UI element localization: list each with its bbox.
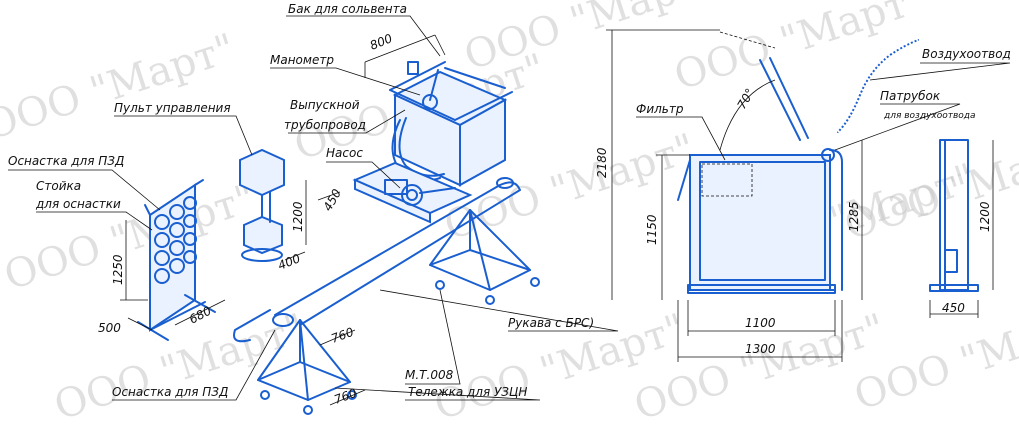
label-filter: Фильтр [636, 102, 684, 116]
dim-680: 680 [187, 303, 214, 326]
dim-500: 500 [98, 321, 121, 335]
label-stand-1: Стойка [36, 179, 81, 193]
label-part-no: М.Т.008 [405, 368, 454, 382]
watermark: ООО "Март" [49, 305, 311, 426]
watermark: ООО "Март" [0, 175, 261, 299]
right-dimensions [606, 29, 994, 362]
label-nozzle: Патрубок [880, 89, 941, 103]
dim-1150: 1150 [645, 214, 659, 245]
label-stand-2: для оснастки [35, 197, 121, 211]
label-hoses: Рукава с БРС) [508, 316, 594, 330]
right-leaders [636, 62, 1011, 161]
label-outlet-1: Выпускной [290, 98, 360, 112]
pump-platform [352, 161, 473, 224]
dim-1200-panel: 1200 [291, 201, 305, 232]
label-rig-pzd-top: Оснастка для ПЗД [8, 154, 124, 168]
dim-450-side: 450 [942, 301, 965, 315]
dim-1285: 1285 [847, 201, 861, 232]
dim-1200-side: 1200 [978, 201, 992, 232]
label-rig-pzd-bottom: Оснастка для ПЗД [112, 385, 228, 399]
label-outlet-2: трубопровод [284, 118, 366, 132]
control-panel [239, 148, 285, 262]
label-angle: 70° [734, 86, 757, 111]
solvent-tank [389, 61, 513, 187]
dim-450-panel: 450 [320, 186, 344, 213]
label-trolley: Тележка для УЗЦН [408, 385, 527, 399]
watermark: ООО "Март" [669, 0, 931, 100]
watermark: ООО "Март" [0, 25, 241, 149]
dim-1250: 1250 [111, 254, 125, 285]
trolley-left [257, 319, 357, 415]
dim-2180: 2180 [595, 147, 609, 178]
rig-stand [137, 179, 216, 341]
left-leaders [8, 15, 619, 401]
label-manometer: Манометр [270, 53, 334, 67]
dim-800: 800 [368, 31, 395, 53]
hose-arm [233, 177, 521, 343]
dim-760-a: 760 [329, 325, 356, 346]
label-control-panel: Пульт управления [114, 101, 231, 115]
dim-1300: 1300 [745, 342, 776, 356]
front-view [677, 31, 919, 294]
dim-1100: 1100 [745, 316, 776, 330]
label-pump: Насос [326, 146, 363, 160]
label-air-outlet: Воздухоотвод [922, 47, 1011, 61]
trolley-right [429, 209, 540, 305]
label-tank: Бак для сольвента [288, 2, 407, 16]
left-dimensions [120, 34, 446, 406]
side-view [929, 139, 979, 292]
label-nozzle-sub: для воздухоотвода [883, 111, 976, 121]
